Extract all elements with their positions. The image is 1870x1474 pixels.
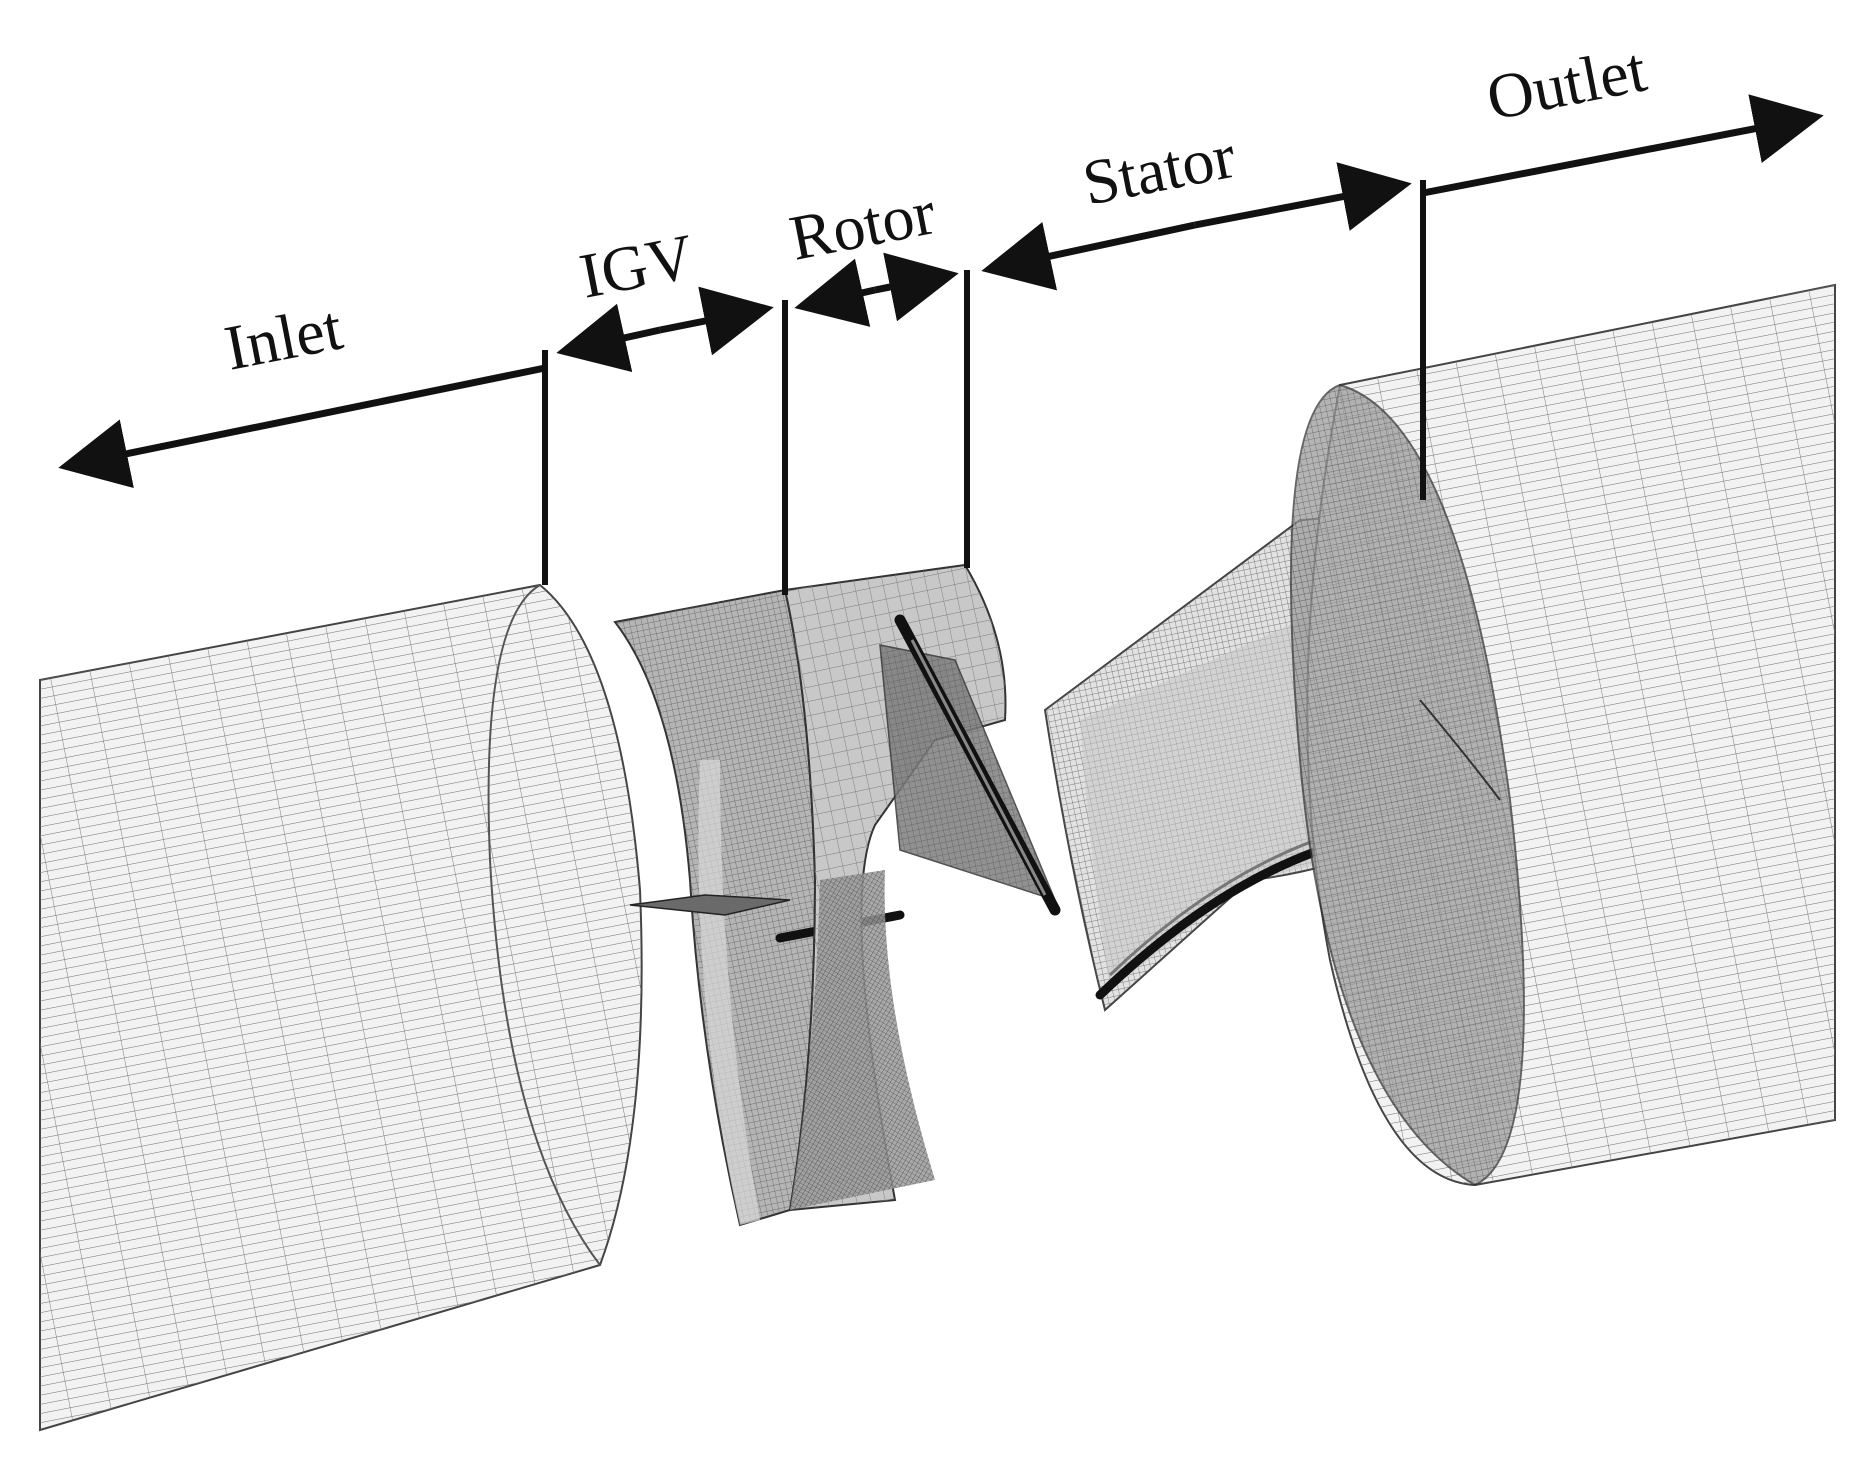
rotor-dimension-arrow-right xyxy=(874,252,959,322)
label-igv: IGV xyxy=(574,220,699,311)
igv-mesh xyxy=(613,588,905,1227)
outlet-dimension-arrow xyxy=(1422,94,1824,197)
rotor-dimension-arrow-left xyxy=(794,258,876,327)
section-labels: Inlet IGV Rotor Stator Outlet xyxy=(219,33,1652,383)
label-inlet: Inlet xyxy=(219,292,348,384)
label-rotor: Rotor xyxy=(784,176,941,274)
section-dimensions xyxy=(58,94,1824,595)
igv-dimension-arrow-left xyxy=(556,303,661,373)
inlet-mesh xyxy=(39,583,643,1432)
inlet-dimension-arrow xyxy=(58,364,546,489)
label-outlet: Outlet xyxy=(1481,33,1652,133)
stator-dimension-arrow-right xyxy=(1194,162,1412,231)
label-stator: Stator xyxy=(1077,120,1241,219)
rotor-mesh xyxy=(783,563,1061,1212)
outlet-mesh xyxy=(1290,283,1836,1187)
stator-dimension-arrow-left xyxy=(981,221,1196,291)
igv-dimension-arrow-right xyxy=(659,286,774,356)
